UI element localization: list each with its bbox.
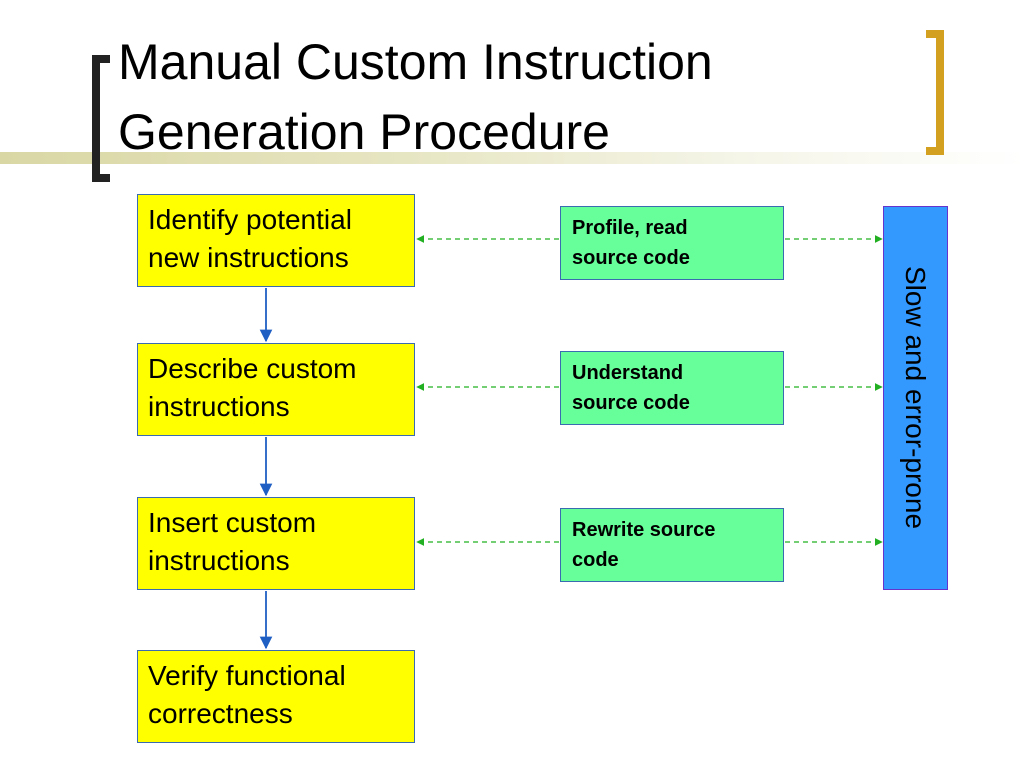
task-understand-line-2: source code xyxy=(572,392,690,414)
task-profile-line-1: Profile, read xyxy=(572,217,688,239)
task-rewrite-line-1: Rewrite source xyxy=(572,519,716,541)
step-describe-box: Describe custom instructions xyxy=(137,343,415,436)
task-understand-line-1: Understand xyxy=(572,362,684,384)
slow-error-prone-box xyxy=(883,206,948,590)
task-rewrite-line-2: code xyxy=(572,549,619,571)
task-rewrite-box: Rewrite source code xyxy=(560,508,784,582)
right-bracket-decoration xyxy=(926,30,944,155)
step-describe-line-2: instructions xyxy=(148,391,290,422)
slide-title-line-1: Manual Custom Instruction xyxy=(118,34,713,90)
slow-error-prone-label: Slow and error-prone xyxy=(900,266,931,530)
task-profile-box: Profile, read source code xyxy=(560,206,784,280)
step-identify-line-2: new instructions xyxy=(148,242,349,273)
step-identify-box: Identify potential new instructions xyxy=(137,194,415,287)
step-insert-box: Insert custom instructions xyxy=(137,497,415,590)
task-profile-line-2: source code xyxy=(572,247,690,269)
step-verify-line-1: Verify functional xyxy=(148,660,346,691)
step-identify-line-1: Identify potential xyxy=(148,204,352,235)
step-insert-line-2: instructions xyxy=(148,545,290,576)
title-underline-band xyxy=(0,152,1024,164)
task-understand-box: Understand source code xyxy=(560,351,784,425)
step-describe-line-1: Describe custom xyxy=(148,353,357,384)
step-verify-box: Verify functional correctness xyxy=(137,650,415,743)
step-verify-line-2: correctness xyxy=(148,698,293,729)
step-insert-line-1: Insert custom xyxy=(148,507,317,538)
left-bracket-decoration xyxy=(92,55,110,182)
slide-title-line-2: Generation Procedure xyxy=(118,104,610,160)
